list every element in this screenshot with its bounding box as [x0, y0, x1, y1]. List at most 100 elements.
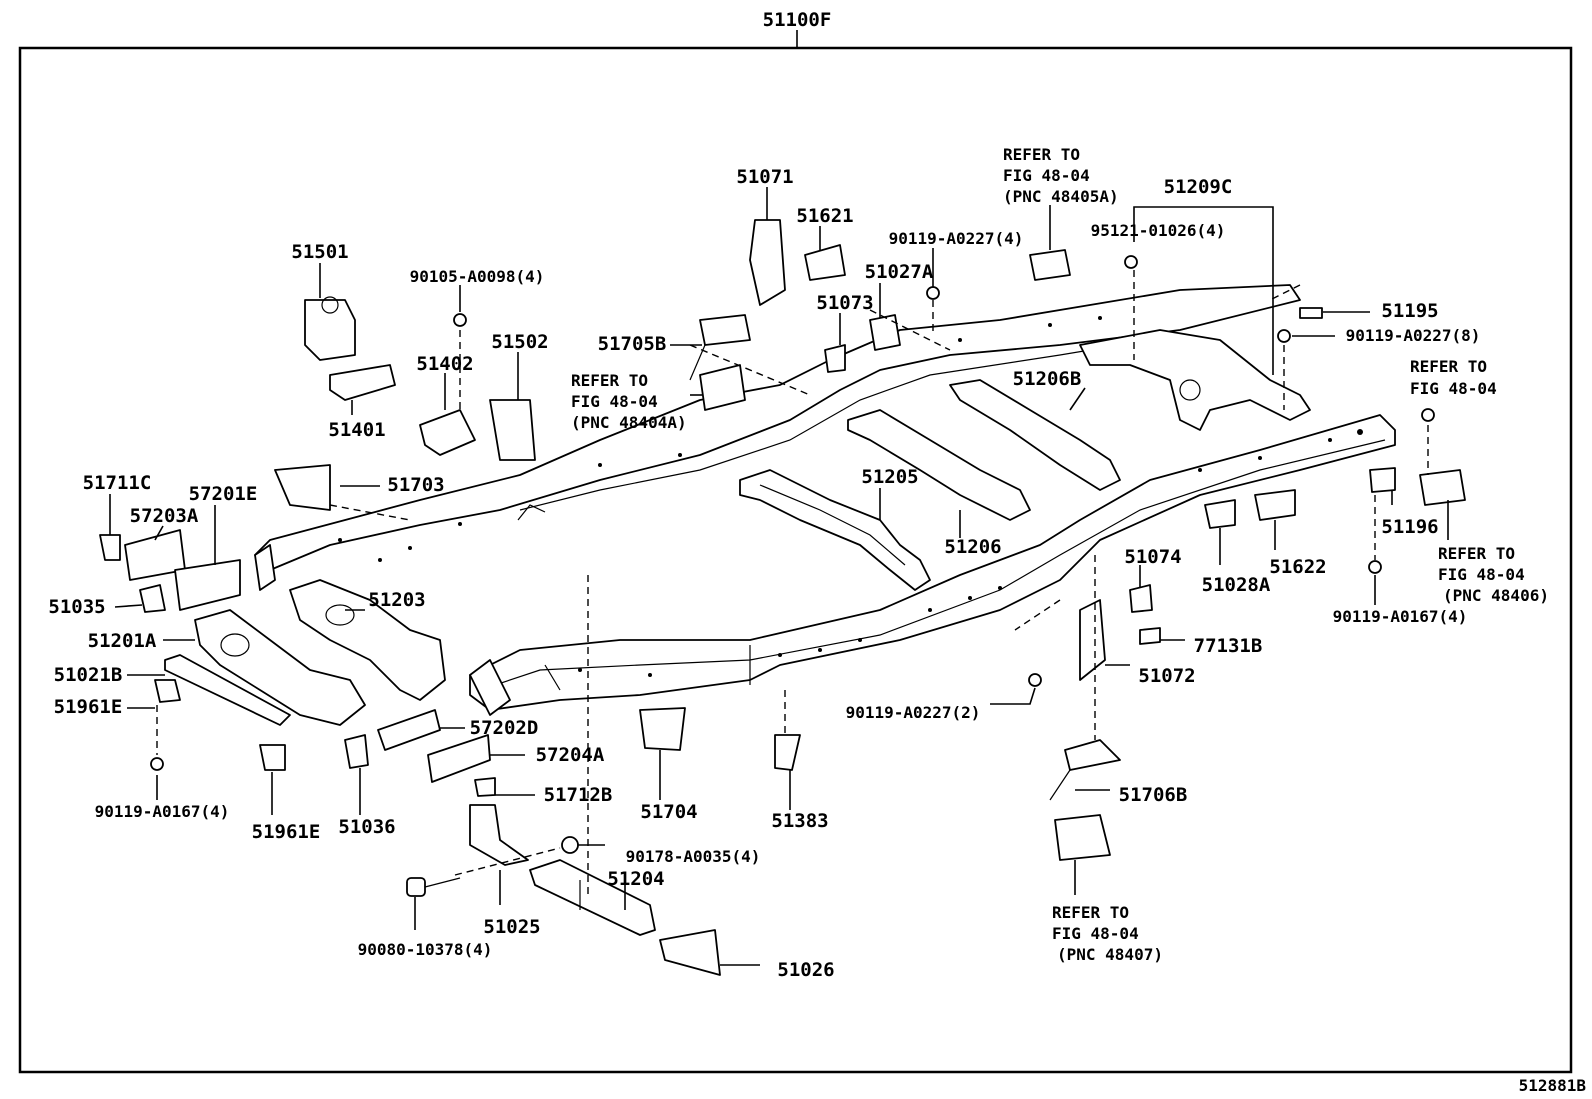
- label-90119-a0227-2[interactable]: 90119-A0227(2): [846, 703, 981, 722]
- refer-note-48406[interactable]: REFER TO FIG 48-04 (PNC 48406): [1438, 544, 1549, 605]
- part-shape-refer-48406: [1419, 469, 1466, 506]
- part-shape-refer-48405a: [1029, 249, 1071, 281]
- label-51401[interactable]: 51401: [328, 419, 385, 441]
- label-90119-a0227-4[interactable]: 90119-A0227(4): [889, 229, 1024, 248]
- label-51196[interactable]: 51196: [1381, 516, 1438, 538]
- label-51203[interactable]: 51203: [368, 589, 425, 611]
- part-shape-57201e: [174, 559, 241, 611]
- svg-text:REFER TO: REFER TO: [1003, 145, 1080, 164]
- label-51025[interactable]: 51025: [483, 916, 540, 938]
- label-51028a[interactable]: 51028A: [1202, 574, 1271, 596]
- part-shape-57202d: [377, 709, 441, 751]
- upper-rail-flange: [519, 334, 1181, 511]
- label-51402[interactable]: 51402: [416, 353, 473, 375]
- rail-holes: [338, 316, 1363, 677]
- svg-text:REFER TO: REFER TO: [571, 371, 648, 390]
- label-90105-a0098[interactable]: 90105-A0098(4): [410, 267, 545, 286]
- crossmember-51206: [847, 409, 1031, 521]
- label-90178-a0035[interactable]: 90178-A0035(4): [626, 847, 761, 866]
- svg-text:FIG 48-04: FIG 48-04: [1052, 924, 1139, 943]
- part-shape-51196: [1369, 467, 1396, 493]
- part-shape-90119-a0227-4: [926, 286, 940, 300]
- crossmember-51201a: [194, 609, 366, 726]
- rail-front-end: [469, 659, 511, 716]
- part-shape-51025: [469, 804, 529, 866]
- assembly-label[interactable]: 51100F: [763, 9, 832, 31]
- label-51073[interactable]: 51073: [816, 292, 873, 314]
- label-57204a[interactable]: 57204A: [536, 744, 605, 766]
- part-shape-90105-a0098: [453, 313, 467, 327]
- label-51703[interactable]: 51703: [387, 474, 444, 496]
- upper-rail-front-end: [254, 544, 276, 591]
- label-51027a[interactable]: 51027A: [865, 261, 934, 283]
- crossmember-51204: [529, 859, 656, 936]
- label-51201a[interactable]: 51201A: [88, 630, 157, 652]
- label-51712b[interactable]: 51712B: [544, 784, 613, 806]
- label-51706b[interactable]: 51706B: [1119, 784, 1188, 806]
- crossmember-51021b: [164, 654, 291, 726]
- svg-text:FIG 48-04: FIG 48-04: [1410, 379, 1497, 398]
- label-51209c[interactable]: 51209C: [1164, 176, 1233, 198]
- part-shape-51961e-bottom: [259, 744, 286, 771]
- figure-code: 512881B: [1519, 1076, 1587, 1095]
- label-51621[interactable]: 51621: [796, 205, 853, 227]
- label-51711c[interactable]: 51711C: [83, 472, 152, 494]
- part-shape-51501: [304, 299, 356, 361]
- label-51961e-top[interactable]: 51961E: [54, 696, 123, 718]
- label-90119-a0227-8[interactable]: 90119-A0227(8): [1346, 326, 1481, 345]
- part-shape-51026: [659, 929, 721, 976]
- upper-side-rail: [254, 284, 1301, 571]
- part-shape-51704: [639, 707, 686, 751]
- refer-note-48404a[interactable]: REFER TO FIG 48-04 (PNC 48404A): [571, 371, 687, 432]
- part-shape-51027a: [869, 314, 901, 351]
- svg-text:(PNC 48406): (PNC 48406): [1443, 586, 1549, 605]
- label-51021b[interactable]: 51021B: [54, 664, 123, 686]
- label-77131b[interactable]: 77131B: [1194, 635, 1263, 657]
- refer-note-right-top[interactable]: REFER TO FIG 48-04: [1410, 357, 1497, 398]
- label-51074[interactable]: 51074: [1124, 546, 1181, 568]
- label-90080-10378[interactable]: 90080-10378(4): [358, 940, 493, 959]
- part-shape-51705b: [699, 314, 751, 346]
- label-51705b[interactable]: 51705B: [598, 333, 667, 355]
- label-51961e-bottom[interactable]: 51961E: [252, 821, 321, 843]
- label-95121-01026[interactable]: 95121-01026(4): [1091, 221, 1226, 240]
- leader-lines: [109, 187, 1449, 966]
- label-51383[interactable]: 51383: [771, 810, 828, 832]
- part-shape-51502: [489, 399, 536, 461]
- label-51502[interactable]: 51502: [491, 331, 548, 353]
- part-shape-90178-a0035: [561, 836, 579, 854]
- label-57201e[interactable]: 57201E: [189, 483, 258, 505]
- label-51036[interactable]: 51036: [338, 816, 395, 838]
- label-57203a[interactable]: 57203A: [130, 505, 199, 527]
- svg-text:FIG 48-04: FIG 48-04: [1003, 166, 1090, 185]
- label-51501[interactable]: 51501: [291, 241, 348, 263]
- label-51035[interactable]: 51035: [48, 596, 105, 618]
- label-51072[interactable]: 51072: [1138, 665, 1195, 687]
- svg-text:(PNC 48407): (PNC 48407): [1057, 945, 1163, 964]
- lower-rail-joint-2: [544, 664, 561, 691]
- label-51204[interactable]: 51204: [607, 868, 664, 890]
- label-51622[interactable]: 51622: [1269, 556, 1326, 578]
- label-51026[interactable]: 51026: [777, 959, 834, 981]
- crossmember-51205: [739, 469, 931, 591]
- part-shape-51195: [1299, 307, 1323, 319]
- part-shape-51961e-top: [154, 679, 181, 703]
- label-57202d[interactable]: 57202D: [470, 717, 539, 739]
- svg-text:(PNC 48404A): (PNC 48404A): [571, 413, 687, 432]
- label-51205[interactable]: 51205: [861, 466, 918, 488]
- label-51206b[interactable]: 51206B: [1013, 368, 1082, 390]
- label-51071[interactable]: 51071: [736, 166, 793, 188]
- part-shape-51028a: [1204, 499, 1236, 529]
- label-51195[interactable]: 51195: [1381, 300, 1438, 322]
- part-shape-51383: [774, 734, 801, 771]
- label-51704[interactable]: 51704: [640, 801, 697, 823]
- lower-side-rail: [469, 414, 1396, 711]
- refer-note-48407[interactable]: REFER TO FIG 48-04 (PNC 48407): [1052, 903, 1163, 964]
- refer-note-48405a[interactable]: REFER TO FIG 48-04 (PNC 48405A): [1003, 145, 1119, 206]
- label-51206[interactable]: 51206: [944, 536, 1001, 558]
- label-90119-a0167-right[interactable]: 90119-A0167(4): [1333, 607, 1468, 626]
- crossmember-51205-detail: [759, 484, 906, 566]
- label-90119-a0167-left[interactable]: 90119-A0167(4): [95, 802, 230, 821]
- part-shape-refer-48404a: [699, 364, 746, 411]
